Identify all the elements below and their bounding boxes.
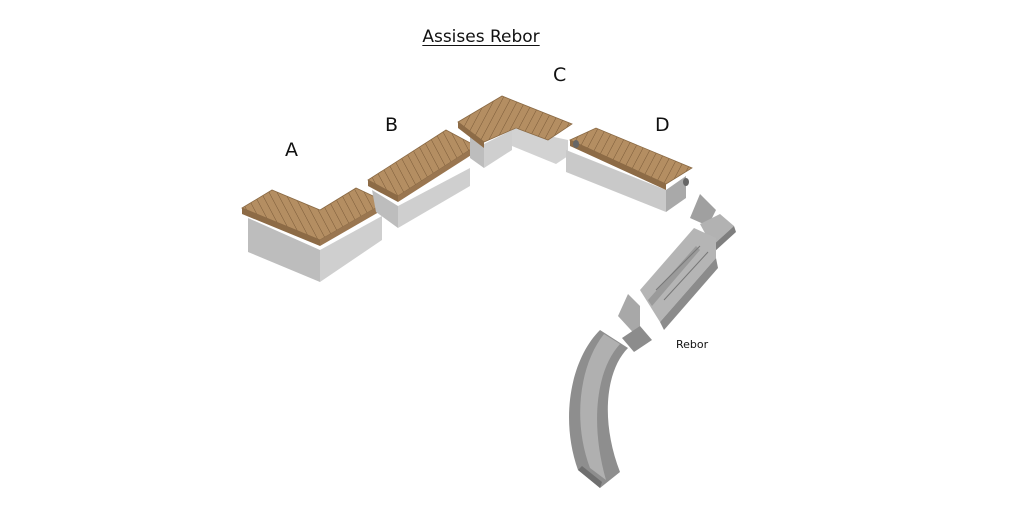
label-b: B <box>385 114 399 136</box>
diagram-title: Assises Rebor <box>422 27 540 47</box>
label-a: A <box>285 139 298 161</box>
bench-b <box>367 129 477 228</box>
label-c: C <box>553 64 567 86</box>
bench-a <box>241 187 387 282</box>
rebor-frame-curved <box>569 330 628 488</box>
bench-d <box>566 127 693 212</box>
rebor-bracket-mid <box>618 294 652 352</box>
bench-c <box>457 95 573 168</box>
label-rebor: Rebor <box>676 338 709 351</box>
rebor-frame-straight <box>640 228 718 330</box>
label-d: D <box>655 114 670 136</box>
